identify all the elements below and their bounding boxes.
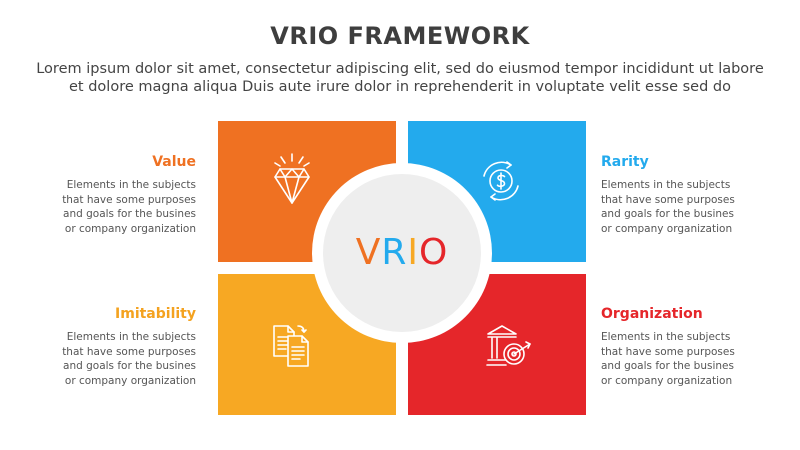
vrio-letter-v: V <box>355 232 382 273</box>
description-line: or company organization <box>601 222 733 235</box>
value-description: Elements in the subjects that have some … <box>62 178 196 236</box>
description-line: or company organization <box>64 222 196 235</box>
description-line: Elements in the subjects <box>601 179 731 191</box>
vrio-label: VRIO <box>323 226 481 280</box>
value-heading: Value <box>152 154 196 170</box>
imitability-heading: Imitability <box>115 306 196 322</box>
imitability-description: Elements in the subjects that have some … <box>62 330 196 388</box>
copy-documents-icon <box>270 322 312 375</box>
description-line: that have some purposes <box>601 193 735 206</box>
description-line: Elements in the subjects <box>601 331 731 343</box>
dollar-cycle-icon <box>478 158 524 209</box>
description-line: or company organization <box>601 374 733 387</box>
description-line: and goals for the busines <box>63 208 196 220</box>
subtitle-line: Lorem ipsum dolor sit amet, consectetur … <box>36 61 764 77</box>
page-title: VRIO FRAMEWORK <box>270 22 530 50</box>
description-line: and goals for the busines <box>601 360 734 372</box>
vrio-letter-r: R <box>381 232 408 273</box>
diamond-icon <box>271 152 313 213</box>
description-line: and goals for the busines <box>63 360 196 372</box>
description-line: Elements in the subjects <box>66 179 196 191</box>
description-line: that have some purposes <box>62 193 196 206</box>
rarity-description: Elements in the subjects that have some … <box>601 178 735 236</box>
subtitle-line: et dolore magna aliqua Duis aute irure d… <box>69 79 731 95</box>
description-line: or company organization <box>64 374 196 387</box>
organization-description: Elements in the subjects that have some … <box>601 330 735 388</box>
description-line: that have some purposes <box>62 345 196 358</box>
rarity-heading: Rarity <box>601 154 649 170</box>
vrio-letter-o: O <box>418 232 449 273</box>
description-line: that have some purposes <box>601 345 735 358</box>
description-line: Elements in the subjects <box>66 331 196 343</box>
page-subtitle: Lorem ipsum dolor sit amet, consectetur … <box>20 60 780 96</box>
vrio-letter-i: I <box>407 232 419 273</box>
center-circle <box>323 174 481 332</box>
description-line: and goals for the busines <box>601 208 734 220</box>
organization-heading: Organization <box>601 306 703 322</box>
bank-target-icon <box>484 322 534 375</box>
